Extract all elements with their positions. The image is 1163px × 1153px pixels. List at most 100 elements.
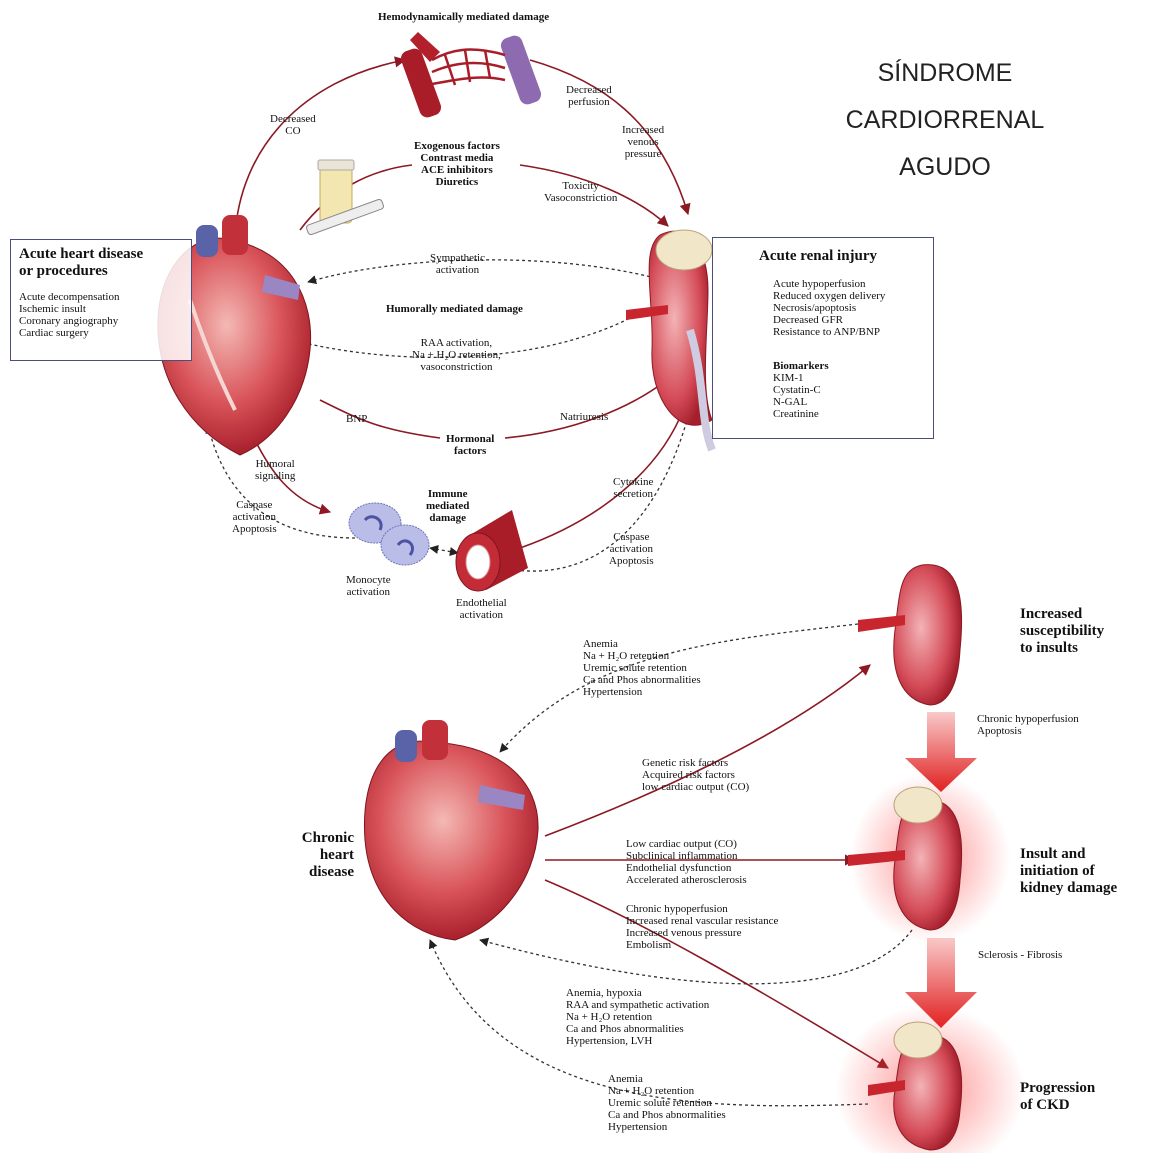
chronic-list-5-item: Anemia, hypoxia (566, 987, 709, 999)
chronic-list-1-item: Anemia (583, 638, 701, 650)
label-caspase-right: Caspase activation Apoptosis (609, 531, 654, 567)
label-exogenous: Exogenous factors Contrast media ACE inh… (414, 140, 500, 188)
cytokine-line-2: secretion (613, 488, 653, 500)
k2-label-line-1: Insult and (1020, 846, 1117, 863)
increased-venous-line-3: pressure (622, 148, 664, 160)
k3-label-line-1: Progression (1020, 1080, 1095, 1097)
increased-venous-line-1: Increased (622, 124, 664, 136)
vessel-network-illustration (399, 32, 544, 120)
acute-renal-item: Decreased GFR (773, 314, 885, 326)
chronic-list-3-item: Subclinical inflammation (626, 850, 747, 862)
label-progression-ckd: Progression of CKD (1020, 1080, 1095, 1114)
dotted-caspase-right (515, 410, 690, 571)
label-hormonal: Hormonal factors (446, 433, 494, 457)
chronic-list-5: Anemia, hypoxia RAA and sympathetic acti… (566, 987, 709, 1047)
endothelial-line-2: activation (456, 609, 507, 621)
acute-heart-title: Acute heart disease or procedures (19, 246, 143, 280)
label-caspase-left: Caspase activation Apoptosis (232, 499, 277, 535)
chronic-list-6-item: Hypertension (608, 1121, 726, 1133)
raa-line-1: RAA activation, (412, 337, 501, 349)
label-insult-initiation: Insult and initiation of kidney damage (1020, 846, 1117, 897)
label-monocyte: Monocyte activation (346, 574, 391, 598)
chronic-list-1-item: Hypertension (583, 686, 701, 698)
k1-label-line-2: susceptibility (1020, 623, 1104, 640)
chronic-list-1-item: Ca and Phos abnormalities (583, 674, 701, 686)
chronic-list-4-item: Increased renal vascular resistance (626, 915, 778, 927)
decreased-perfusion-line-2: perfusion (566, 96, 612, 108)
raa-line-2: Na + H₂O retention, (412, 349, 501, 361)
sympathetic-line-1: Sympathetic (430, 252, 485, 264)
label-raa: RAA activation, Na + H₂O retention, vaso… (412, 337, 501, 373)
drug-syringe-illustration (306, 160, 385, 235)
chronic-heart-line-1: Chronic (270, 830, 354, 847)
title-line-1: SÍNDROME (860, 58, 1030, 88)
toxicity-line-2: Vasoconstriction (544, 192, 617, 204)
biomarkers-title: Biomarkers (773, 360, 829, 372)
acute-renal-item: Resistance to ANP/BNP (773, 326, 885, 338)
chronic-list-3-item: Endothelial dysfunction (626, 862, 747, 874)
label-increased-venous: Increased venous pressure (622, 124, 664, 160)
chronic-list-4-item: Chronic hypoperfusion (626, 903, 778, 915)
exogenous-line-3: ACE inhibitors (414, 164, 500, 176)
arrow-bnp (320, 400, 440, 438)
chronic-list-6: Anemia Na + H₂O retention Uremic solute … (608, 1073, 726, 1133)
caspase-right-line-3: Apoptosis (609, 555, 654, 567)
chronic-list-2: Genetic risk factors Acquired risk facto… (642, 757, 749, 793)
biomarker-item: Creatinine (773, 408, 829, 420)
sympathetic-line-2: activation (430, 264, 485, 276)
label-toxicity: Toxicity Vasoconstriction (544, 180, 617, 204)
increased-venous-line-2: venous (622, 136, 664, 148)
chronic-list-2-item: Genetic risk factors (642, 757, 749, 769)
acute-heart-item: Cardiac surgery (19, 327, 120, 339)
chronic-list-2-item: low cardiac output (CO) (642, 781, 749, 793)
chronic-list-5-item: Hypertension, LVH (566, 1035, 709, 1047)
k1-label-line-1: Increased (1020, 606, 1104, 623)
acute-heart-item: Ischemic insult (19, 303, 120, 315)
chronic-list-6-item: Na + H₂O retention (608, 1085, 726, 1097)
humoral-signaling-line-1: Humoral (255, 458, 295, 470)
toxicity-line-1: Toxicity (544, 180, 617, 192)
caspase-left-line-2: activation (232, 511, 277, 523)
acute-heart-title-line-2: or procedures (19, 263, 143, 280)
label-chronic-hypoperfusion: Chronic hypoperfusion Apoptosis (977, 713, 1079, 737)
acute-heart-item: Coronary angiography (19, 315, 120, 327)
chronic-list-4-item: Embolism (626, 939, 778, 951)
chronic-heart-line-2: heart (270, 847, 354, 864)
acute-renal-item: Acute hypoperfusion (773, 278, 885, 290)
acute-renal-list: Acute hypoperfusion Reduced oxygen deliv… (773, 278, 885, 338)
k3-label-line-2: of CKD (1020, 1097, 1095, 1114)
monocyte-line-2: activation (346, 586, 391, 598)
hormonal-line-1: Hormonal (446, 433, 494, 445)
monocyte-line-1: Monocyte (346, 574, 391, 586)
chronic-list-2-item: Acquired risk factors (642, 769, 749, 781)
label-humorally: Humorally mediated damage (386, 303, 523, 315)
label-immune: Immune mediated damage (426, 488, 469, 524)
exogenous-line-2: Contrast media (414, 152, 500, 164)
k1-label-line-3: to insults (1020, 640, 1104, 657)
caspase-left-line-1: Caspase (232, 499, 277, 511)
acute-renal-title: Acute renal injury (759, 248, 877, 265)
label-bnp: BNP (346, 413, 367, 425)
acute-renal-box: Acute renal injury Acute hypoperfusion R… (712, 237, 934, 439)
chronic-list-3-item: Low cardiac output (CO) (626, 838, 747, 850)
caspase-right-line-2: activation (609, 543, 654, 555)
label-chronic-heart: Chronic heart disease (270, 830, 354, 881)
endothelial-line-1: Endothelial (456, 597, 507, 609)
decreased-co-line-1: Decreased (270, 113, 316, 125)
label-hemodynamic: Hemodynamically mediated damage (378, 11, 549, 23)
chronic-list-4: Chronic hypoperfusion Increased renal va… (626, 903, 778, 951)
chronic-list-5-item: Ca and Phos abnormalities (566, 1023, 709, 1035)
chronic-list-4-item: Increased venous pressure (626, 927, 778, 939)
caspase-left-line-3: Apoptosis (232, 523, 277, 535)
label-humoral-signaling: Humoral signaling (255, 458, 295, 482)
label-sclerosis: Sclerosis - Fibrosis (978, 949, 1062, 961)
kidney-illustration-acute (626, 230, 712, 450)
k2-label-line-3: kidney damage (1020, 880, 1117, 897)
caspase-right-line-1: Caspase (609, 531, 654, 543)
title-line-3: AGUDO (860, 152, 1030, 182)
biomarkers-list: Biomarkers KIM-1 Cystatin-C N-GAL Creati… (773, 360, 829, 420)
humoral-signaling-line-2: signaling (255, 470, 295, 482)
chronic-list-3-item: Accelerated atherosclerosis (626, 874, 747, 886)
exogenous-line-1: Exogenous factors (414, 140, 500, 152)
chronic-list-1-item: Uremic solute retention (583, 662, 701, 674)
